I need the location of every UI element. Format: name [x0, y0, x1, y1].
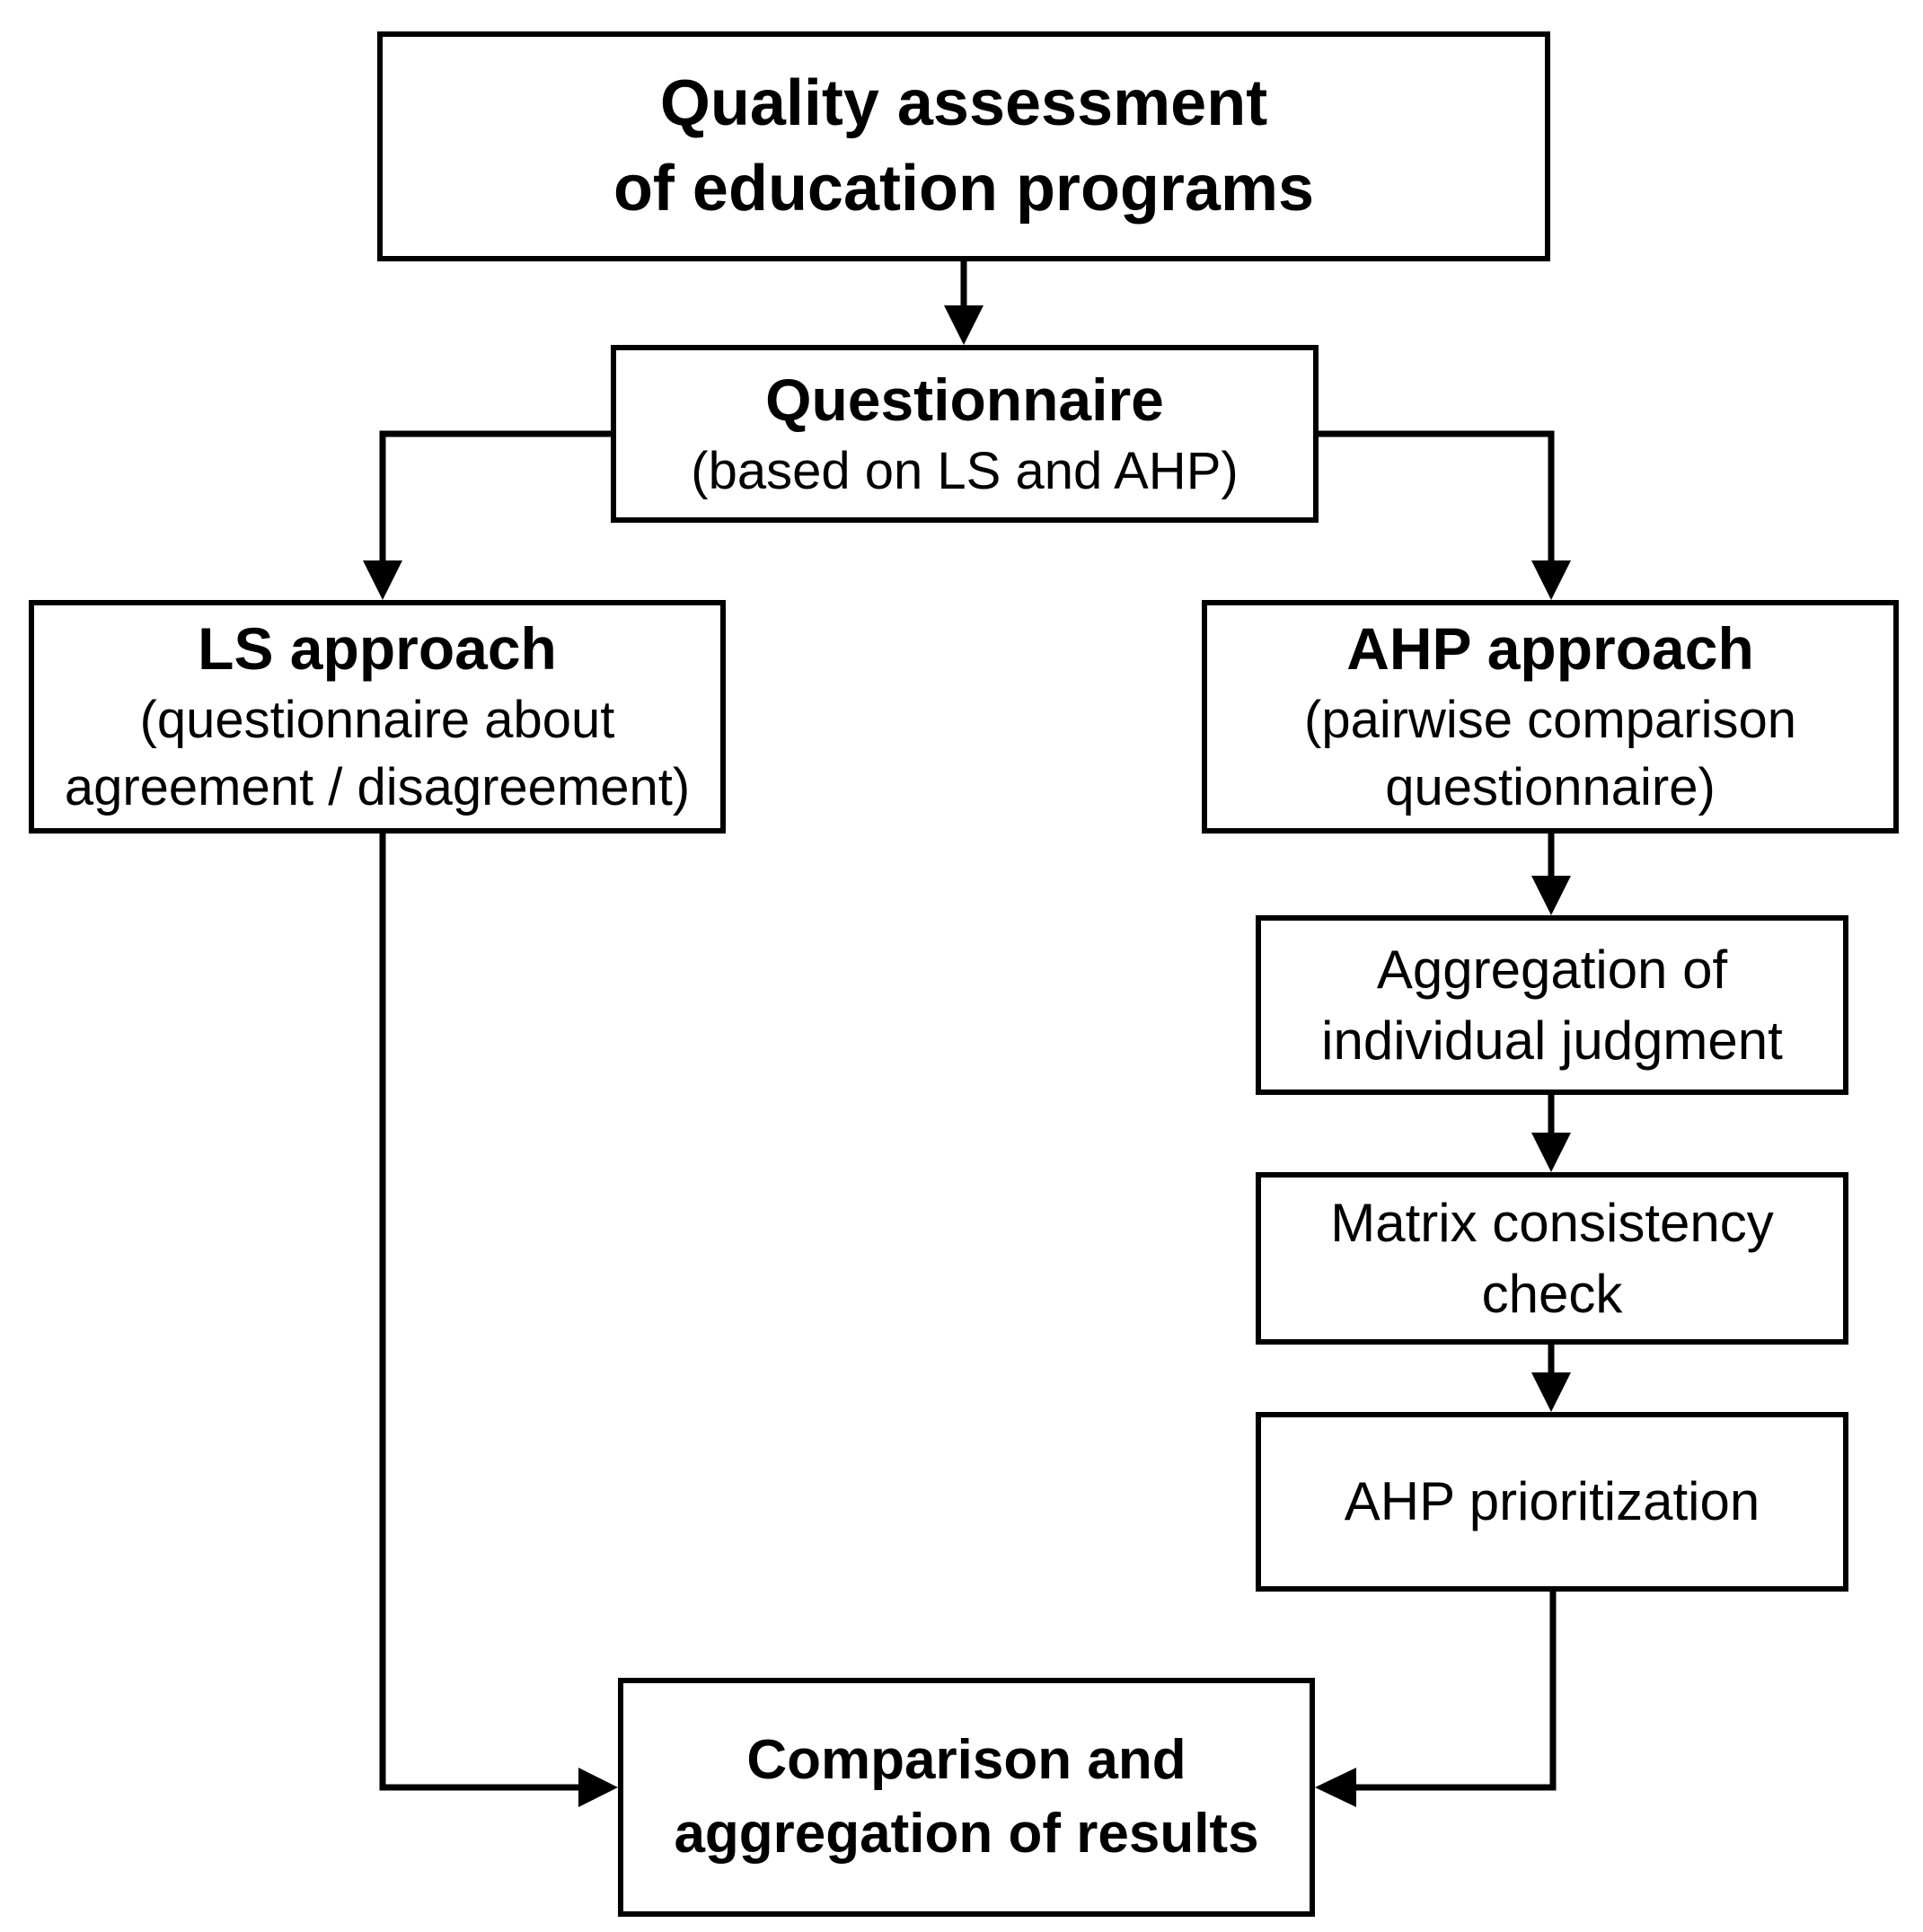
node-ahp-approach: AHP approach (pairwise comparison questi…: [1202, 600, 1899, 834]
arrowhead-down-icon: [1531, 560, 1571, 600]
edge-ahp-prioritization-to-comparison: [1315, 1592, 1557, 1807]
arrowhead-right-icon: [578, 1768, 618, 1807]
node-ahp-prioritization: AHP prioritization: [1256, 1412, 1848, 1592]
edge-quality-to-questionnaire: [944, 261, 984, 345]
node-aggregation: Aggregation of individual judgment: [1256, 915, 1848, 1095]
node-comparison-label: Comparison and aggregation of results: [674, 1729, 1259, 1865]
arrowhead-down-icon: [363, 560, 402, 600]
edge-questionnaire-to-ahp-approach: [1319, 430, 1571, 600]
node-ls-approach-title: LS approach: [198, 615, 557, 683]
arrowhead-down-icon: [1531, 876, 1571, 915]
node-questionnaire: Questionnaire (based on LS and AHP): [611, 345, 1319, 523]
node-quality-assessment: Quality assessment of education programs: [377, 31, 1550, 261]
node-ls-approach: LS approach (questionnaire about agreeme…: [29, 600, 726, 834]
node-matrix-check: Matrix consistency check: [1256, 1172, 1848, 1345]
arrowhead-down-icon: [944, 305, 984, 345]
node-quality-assessment-label: Quality assessment of education programs: [613, 66, 1315, 225]
node-ls-approach-subtitle: (questionnaire about agreement / disagre…: [64, 690, 691, 817]
node-ahp-prioritization-label: AHP prioritization: [1344, 1471, 1760, 1532]
edge-ahp-approach-to-aggregation: [1531, 834, 1571, 915]
node-questionnaire-title: Questionnaire: [765, 366, 1164, 434]
edge-questionnaire-to-ls-approach: [363, 430, 611, 600]
node-matrix-check-label: Matrix consistency check: [1330, 1192, 1774, 1324]
node-ahp-approach-subtitle: (pairwise comparison questionnaire): [1304, 690, 1796, 817]
edge-aggregation-to-matrix-check: [1531, 1095, 1571, 1172]
node-ahp-approach-title: AHP approach: [1346, 615, 1754, 683]
node-questionnaire-subtitle: (based on LS and AHP): [691, 441, 1239, 500]
edge-ls-approach-to-comparison: [379, 834, 618, 1807]
node-aggregation-label: Aggregation of individual judgment: [1321, 939, 1783, 1071]
node-comparison: Comparison and aggregation of results: [618, 1678, 1315, 1917]
arrowhead-down-icon: [1531, 1372, 1571, 1412]
arrowhead-left-icon: [1315, 1768, 1356, 1807]
edge-matrix-check-to-ahp-prioritization: [1531, 1345, 1571, 1412]
arrowhead-down-icon: [1531, 1133, 1571, 1172]
